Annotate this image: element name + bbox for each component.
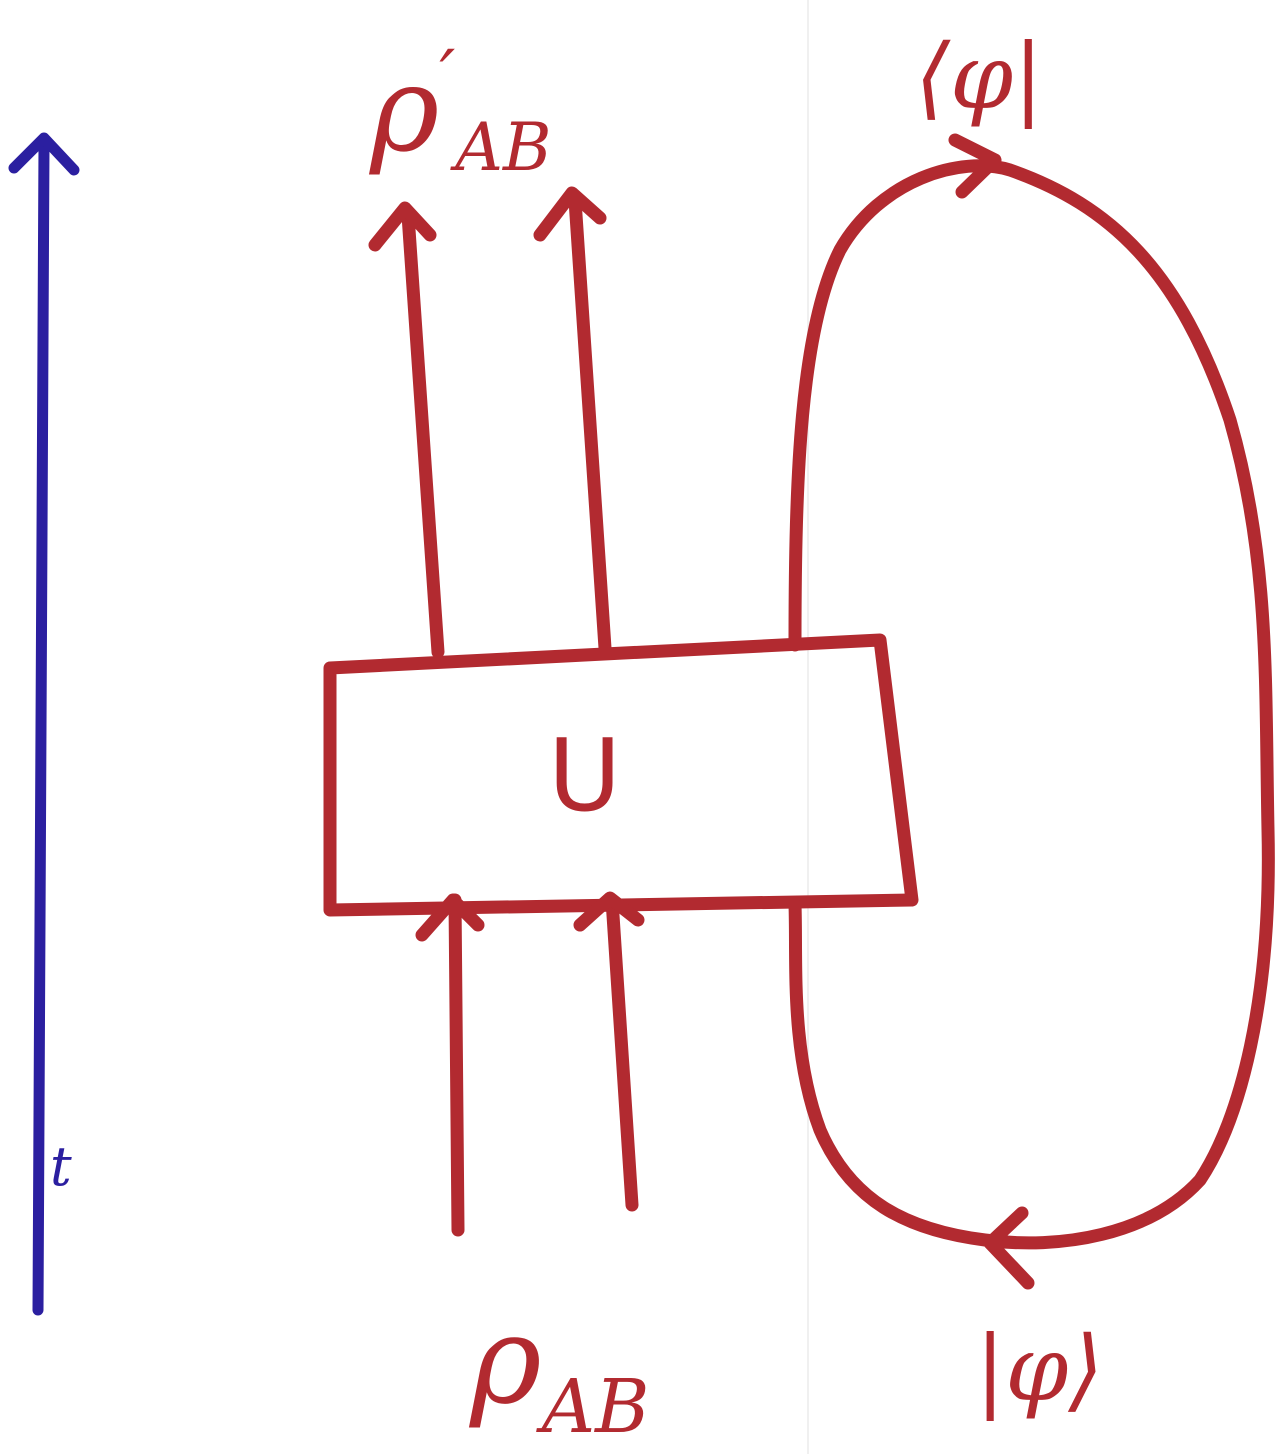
loop-path [788,159,1275,1250]
time-axis-label: t [50,1135,72,1198]
input-wire-a-arrowhead [415,893,485,942]
feedback-loop [788,133,1275,1290]
state-labels: ρ′AB ⟨φ| ρAB |φ⟩ [368,25,1103,1450]
input-wires [415,891,645,1237]
output-wire-b-arrowhead [533,186,607,242]
output-state-rho: ρ [368,40,439,178]
time-axis-line [32,139,50,1316]
input-state-subscript: AB [536,1364,650,1450]
output-wire-b [568,193,612,655]
output-state-label: ρ′AB [368,35,551,186]
bra-label: ⟨φ| [915,25,1043,130]
input-wire-b [605,893,639,1212]
ket-label: |φ⟩ [975,1317,1103,1422]
input-state-label: ρAB [468,1289,650,1450]
gate-box [323,633,919,917]
output-state-prime: ′ [439,35,455,117]
input-wire-b-arrowhead [573,891,645,932]
input-state-rho: ρ [468,1289,542,1431]
gate-label: U [548,717,621,834]
output-wires [368,186,612,659]
output-state-subscript: AB [449,109,551,186]
output-wire-a [401,208,445,659]
time-axis: t [8,132,80,1316]
bra-arrowhead [948,133,1002,199]
time-axis-arrowhead [8,132,80,176]
input-wire-a [448,893,465,1237]
unitary-gate: U [323,633,919,917]
ket-arrowhead [983,1206,1035,1290]
output-wire-a-arrowhead [368,201,437,252]
